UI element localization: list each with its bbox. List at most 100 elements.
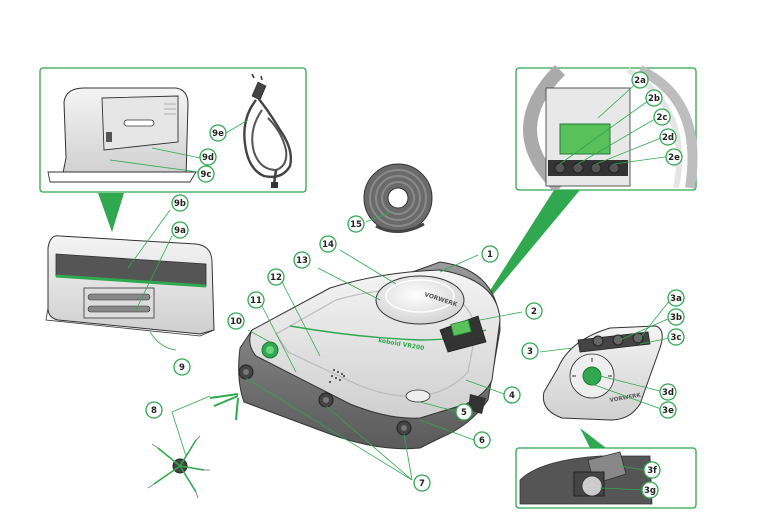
callout-9: 9 xyxy=(173,358,191,376)
remote-brand: VORWERK xyxy=(609,392,642,403)
robot-vacuum-icon: VORWERK kobold VR200 xyxy=(209,261,501,450)
callout-label: 13 xyxy=(296,256,308,266)
remote-control-icon: VORWERK xyxy=(539,299,671,421)
callout-circle xyxy=(293,251,311,269)
callout-circle xyxy=(481,245,499,263)
callout-12: 12 xyxy=(267,268,285,286)
charging-station-icon xyxy=(45,209,215,351)
callout-5: 5 xyxy=(455,403,473,421)
zoom-menu-button xyxy=(608,162,620,174)
robot-leader-lines xyxy=(245,211,523,481)
callout-9e: 9e xyxy=(209,124,227,142)
speaker-grille xyxy=(329,369,345,383)
panel-buttons-row xyxy=(548,160,628,176)
callout-circle xyxy=(659,383,677,401)
callout-label: 2d xyxy=(662,133,674,143)
robot-screen xyxy=(450,319,472,337)
callout-2a: 2a xyxy=(631,71,649,89)
callout-label: 2 xyxy=(531,307,537,317)
callout-label: 3c xyxy=(671,333,682,343)
callout-4: 4 xyxy=(503,386,521,404)
callout-label: 3d xyxy=(662,388,674,398)
callout-3f: 3f xyxy=(643,461,661,479)
remote-button-b xyxy=(612,334,624,346)
callout-3: 3 xyxy=(521,342,539,360)
callout-label: 9 xyxy=(179,363,185,373)
callout-label: 1 xyxy=(487,250,493,260)
side-brush-icon xyxy=(147,395,211,499)
callout-3e: 3e xyxy=(659,401,677,419)
callout-3d: 3d xyxy=(659,383,677,401)
callout-circle xyxy=(455,403,473,421)
panel-dome xyxy=(637,65,698,189)
callout-3c: 3c xyxy=(667,328,685,346)
callout-label: 2b xyxy=(648,94,660,104)
callout-circle xyxy=(319,235,337,253)
inset-connector-2 xyxy=(470,190,580,322)
callout-circle xyxy=(667,328,685,346)
callout-10: 10 xyxy=(227,312,245,330)
callout-2b: 2b xyxy=(645,89,663,107)
callout-circle xyxy=(413,474,431,492)
callout-1: 1 xyxy=(481,245,499,263)
callout-label: 8 xyxy=(151,406,157,416)
station-base xyxy=(47,171,197,183)
callout-8: 8 xyxy=(145,401,163,419)
inset-connector-3 xyxy=(580,428,606,448)
callout-label: 9c xyxy=(201,170,212,180)
callout-label: 3g xyxy=(644,486,656,496)
callout-label: 2c xyxy=(657,113,668,123)
callout-circle xyxy=(267,268,285,286)
callout-label: 6 xyxy=(479,436,485,446)
callout-label: 9a xyxy=(174,226,186,236)
zoom-back-button xyxy=(554,162,566,174)
callout-label: 4 xyxy=(509,391,515,401)
callout-circle xyxy=(665,148,683,166)
callout-circle xyxy=(641,481,659,499)
callout-9b: 9b xyxy=(171,194,189,212)
callout-label: 10 xyxy=(230,317,242,327)
callout-circle xyxy=(197,165,215,183)
panel-screen-zoom xyxy=(559,123,611,155)
callout-3g: 3g xyxy=(641,481,659,499)
zoom-start-button xyxy=(572,162,584,174)
inset-connector xyxy=(98,193,124,232)
callout-label: 7 xyxy=(419,479,425,489)
callout-circle xyxy=(199,148,217,166)
inset-control-panel-detail xyxy=(515,65,698,194)
dust-bin xyxy=(405,389,431,403)
callout-15: 15 xyxy=(347,215,365,233)
battery-icon xyxy=(581,475,603,497)
callout-label: 15 xyxy=(350,220,362,230)
callout-circle xyxy=(227,312,245,330)
callout-3b: 3b xyxy=(667,308,685,326)
callout-circle xyxy=(173,358,191,376)
callout-label: 11 xyxy=(250,296,262,306)
zoom-down-button xyxy=(590,162,602,174)
callout-label: 9e xyxy=(212,129,224,139)
callout-2c: 2c xyxy=(653,108,671,126)
callout-circle xyxy=(209,124,227,142)
callout-circle xyxy=(347,215,365,233)
callout-13: 13 xyxy=(293,251,311,269)
filter-roll-icon xyxy=(363,163,433,233)
inset-charging-station-detail xyxy=(39,67,307,193)
callout-2e: 2e xyxy=(665,148,683,166)
callout-14: 14 xyxy=(319,235,337,253)
callout-circle xyxy=(659,401,677,419)
callout-label: 3b xyxy=(670,313,682,323)
remote-button-c xyxy=(632,332,644,344)
callout-label: 9b xyxy=(174,199,186,209)
callout-circle xyxy=(145,401,163,419)
station-side-vent xyxy=(164,103,176,115)
callout-11: 11 xyxy=(247,291,265,309)
callout-2d: 2d xyxy=(659,128,677,146)
callout-label: 3f xyxy=(647,466,657,476)
callout-label: 9d xyxy=(202,153,214,163)
callout-circle xyxy=(171,221,189,239)
robot-lid xyxy=(375,275,465,325)
callout-label: 5 xyxy=(461,408,467,418)
callout-label: 12 xyxy=(270,273,282,283)
callout-2: 2 xyxy=(525,302,543,320)
